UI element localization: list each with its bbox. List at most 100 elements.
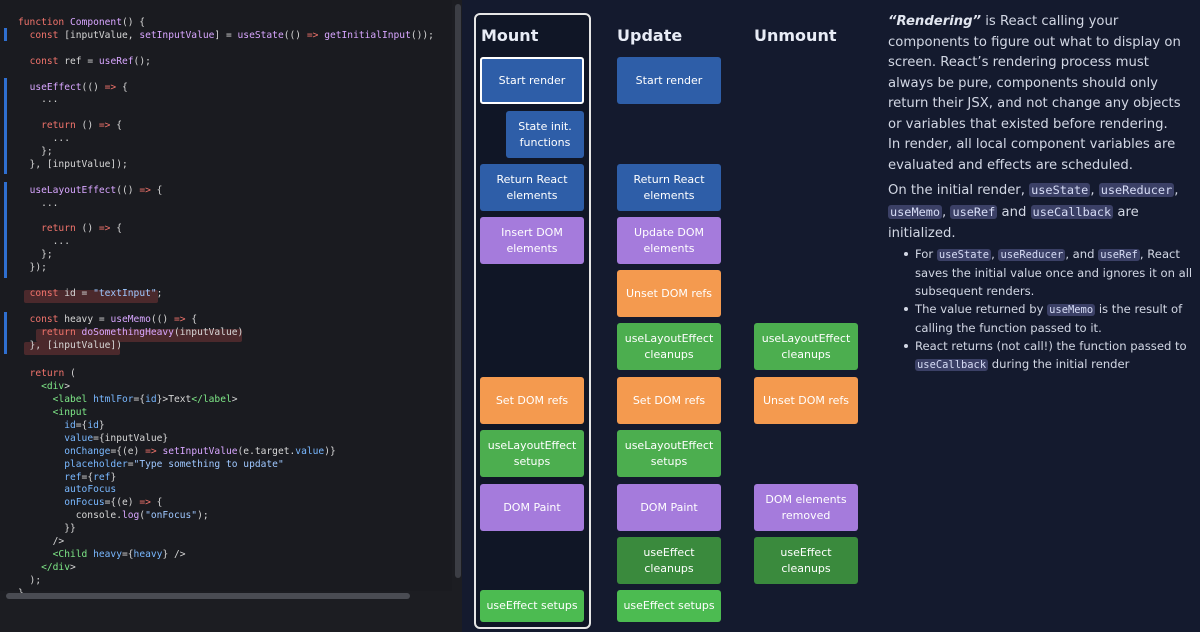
bullet-usememo: The value returned by useMemo is the res… <box>915 302 1183 336</box>
code-text: </div> <box>41 562 76 573</box>
code-panel-footer <box>0 602 462 632</box>
highlight-memo-deps <box>24 342 120 355</box>
code-text: id={id} <box>64 420 105 431</box>
update-return-react-elements[interactable]: Return React elements <box>617 164 721 211</box>
unmount-unset-dom-refs[interactable]: Unset DOM refs <box>754 377 858 424</box>
highlight-bar-effect <box>4 78 7 174</box>
code-line: }; <box>0 248 452 261</box>
bullet-dot <box>904 307 908 311</box>
update-layout-effect-cleanups[interactable]: useLayoutEffect cleanups <box>617 323 721 370</box>
mount-insert-dom-elements[interactable]: Insert DOM elements <box>480 217 584 264</box>
code-editor-panel: function Component() { const [inputValue… <box>0 0 462 632</box>
column-title-mount: Mount <box>481 26 539 45</box>
code-line <box>0 106 452 119</box>
code-usestate: useState <box>1029 183 1091 197</box>
code-text: ... <box>18 94 59 105</box>
bullet-usecallback: React returns (not call!) the function p… <box>915 339 1187 372</box>
update-dom-elements[interactable]: Update DOM elements <box>617 217 721 264</box>
code-text: onFocus={(e) => { <box>64 497 163 508</box>
code-line: return doSomethingHeavy(inputValue) <box>0 326 452 339</box>
code-text: return ( <box>29 368 76 379</box>
code-line: console.log("onFocus"); <box>0 509 452 522</box>
highlight-memo-body <box>36 329 242 342</box>
code-line <box>0 42 452 55</box>
code-line: <Child heavy={heavy} /> <box>0 548 452 561</box>
code-text: ... <box>18 133 70 144</box>
bullet-dot <box>904 252 908 256</box>
code-line: ... <box>0 132 452 145</box>
code-text: ... <box>18 236 70 247</box>
code-line: useEffect(() => { <box>0 81 452 94</box>
code-usestate: useState <box>936 249 992 261</box>
code-line: <input <box>0 406 452 419</box>
horizontal-scrollbar[interactable] <box>6 593 410 599</box>
code-text: /> <box>18 536 65 547</box>
mount-layout-effect-setups[interactable]: useLayoutEffect setups <box>480 430 584 477</box>
code-usereducer: useReducer <box>1098 183 1175 197</box>
mount-dom-paint[interactable]: DOM Paint <box>480 484 584 531</box>
code-usememo: useMemo <box>1047 304 1096 316</box>
code-line: const ref = useRef(); <box>0 55 452 68</box>
code-text: ); <box>18 575 42 586</box>
mount-start-render[interactable]: Start render <box>480 57 584 104</box>
mount-state-init-functions[interactable]: State init. functions <box>506 111 584 158</box>
code-line: ... <box>0 197 452 210</box>
code-line: }, [inputValue]); <box>0 158 452 171</box>
code-line: ); <box>0 574 452 587</box>
code-line <box>0 171 452 184</box>
rendering-term: “Rendering” <box>888 14 982 29</box>
code-text: value={inputValue} <box>64 433 169 444</box>
code-area[interactable]: function Component() { const [inputValue… <box>0 0 452 599</box>
code-text: return () => { <box>41 120 122 131</box>
update-effect-cleanups[interactable]: useEffect cleanups <box>617 537 721 584</box>
update-dom-paint[interactable]: DOM Paint <box>617 484 721 531</box>
bullet-dot <box>904 344 908 348</box>
code-useref: useRef <box>950 204 998 219</box>
code-text: }; <box>18 146 53 157</box>
update-start-render[interactable]: Start render <box>617 57 721 104</box>
code-line: <label htmlFor={id}>Text</label> <box>0 393 452 406</box>
unmount-effect-cleanups[interactable]: useEffect cleanups <box>754 537 858 584</box>
code-line <box>0 68 452 81</box>
bullet-initial-value: For useState, useReducer, and useRef, Re… <box>915 247 1193 299</box>
code-text: }, [inputValue]); <box>18 159 128 170</box>
unmount-layout-effect-cleanups[interactable]: useLayoutEffect cleanups <box>754 323 858 370</box>
code-usecallback: useCallback <box>915 359 989 372</box>
code-line: }; <box>0 145 452 158</box>
code-line: ... <box>0 235 452 248</box>
code-line: }); <box>0 261 452 274</box>
code-text: function Component() { <box>18 17 146 28</box>
initial-render-paragraph: On the initial render, useState, useRedu… <box>888 183 1179 241</box>
code-text: <Child heavy={heavy} /> <box>52 549 186 560</box>
update-set-dom-refs[interactable]: Set DOM refs <box>617 377 721 424</box>
code-text: }; <box>18 249 53 260</box>
mount-effect-setups[interactable]: useEffect setups <box>480 590 584 622</box>
update-layout-effect-setups[interactable]: useLayoutEffect setups <box>617 430 721 477</box>
column-title-unmount: Unmount <box>754 26 837 45</box>
vertical-scrollbar[interactable] <box>455 4 461 578</box>
code-line: placeholder="Type something to update" <box>0 458 452 471</box>
mount-set-dom-refs[interactable]: Set DOM refs <box>480 377 584 424</box>
code-line: function Component() { <box>0 16 452 29</box>
code-useref: useRef <box>1098 249 1140 261</box>
code-line: ref={ref} <box>0 471 452 484</box>
code-line: value={inputValue} <box>0 432 452 445</box>
code-text: const heavy = useMemo(() => { <box>29 314 198 325</box>
code-line: id={id} <box>0 419 452 432</box>
code-text: ... <box>18 198 59 209</box>
code-line: }, [inputValue]) <box>0 339 452 352</box>
code-text: <div> <box>41 381 70 392</box>
code-text: useLayoutEffect(() => { <box>29 185 163 196</box>
update-unset-dom-refs[interactable]: Unset DOM refs <box>617 270 721 317</box>
code-text: const [inputValue, setInputValue] = useS… <box>29 30 434 41</box>
code-text: <label htmlFor={id}>Text</label> <box>52 394 238 405</box>
code-line <box>0 274 452 287</box>
mount-return-react-elements[interactable]: Return React elements <box>480 164 584 211</box>
highlight-bar-layout-effect <box>4 182 7 278</box>
highlight-bar-usestate <box>4 28 7 41</box>
unmount-dom-elements-removed[interactable]: DOM elements removed <box>754 484 858 531</box>
update-effect-setups[interactable]: useEffect setups <box>617 590 721 622</box>
code-text: const id = "textInput"; <box>29 288 163 299</box>
code-line <box>0 351 452 364</box>
code-line: }} <box>0 522 452 535</box>
